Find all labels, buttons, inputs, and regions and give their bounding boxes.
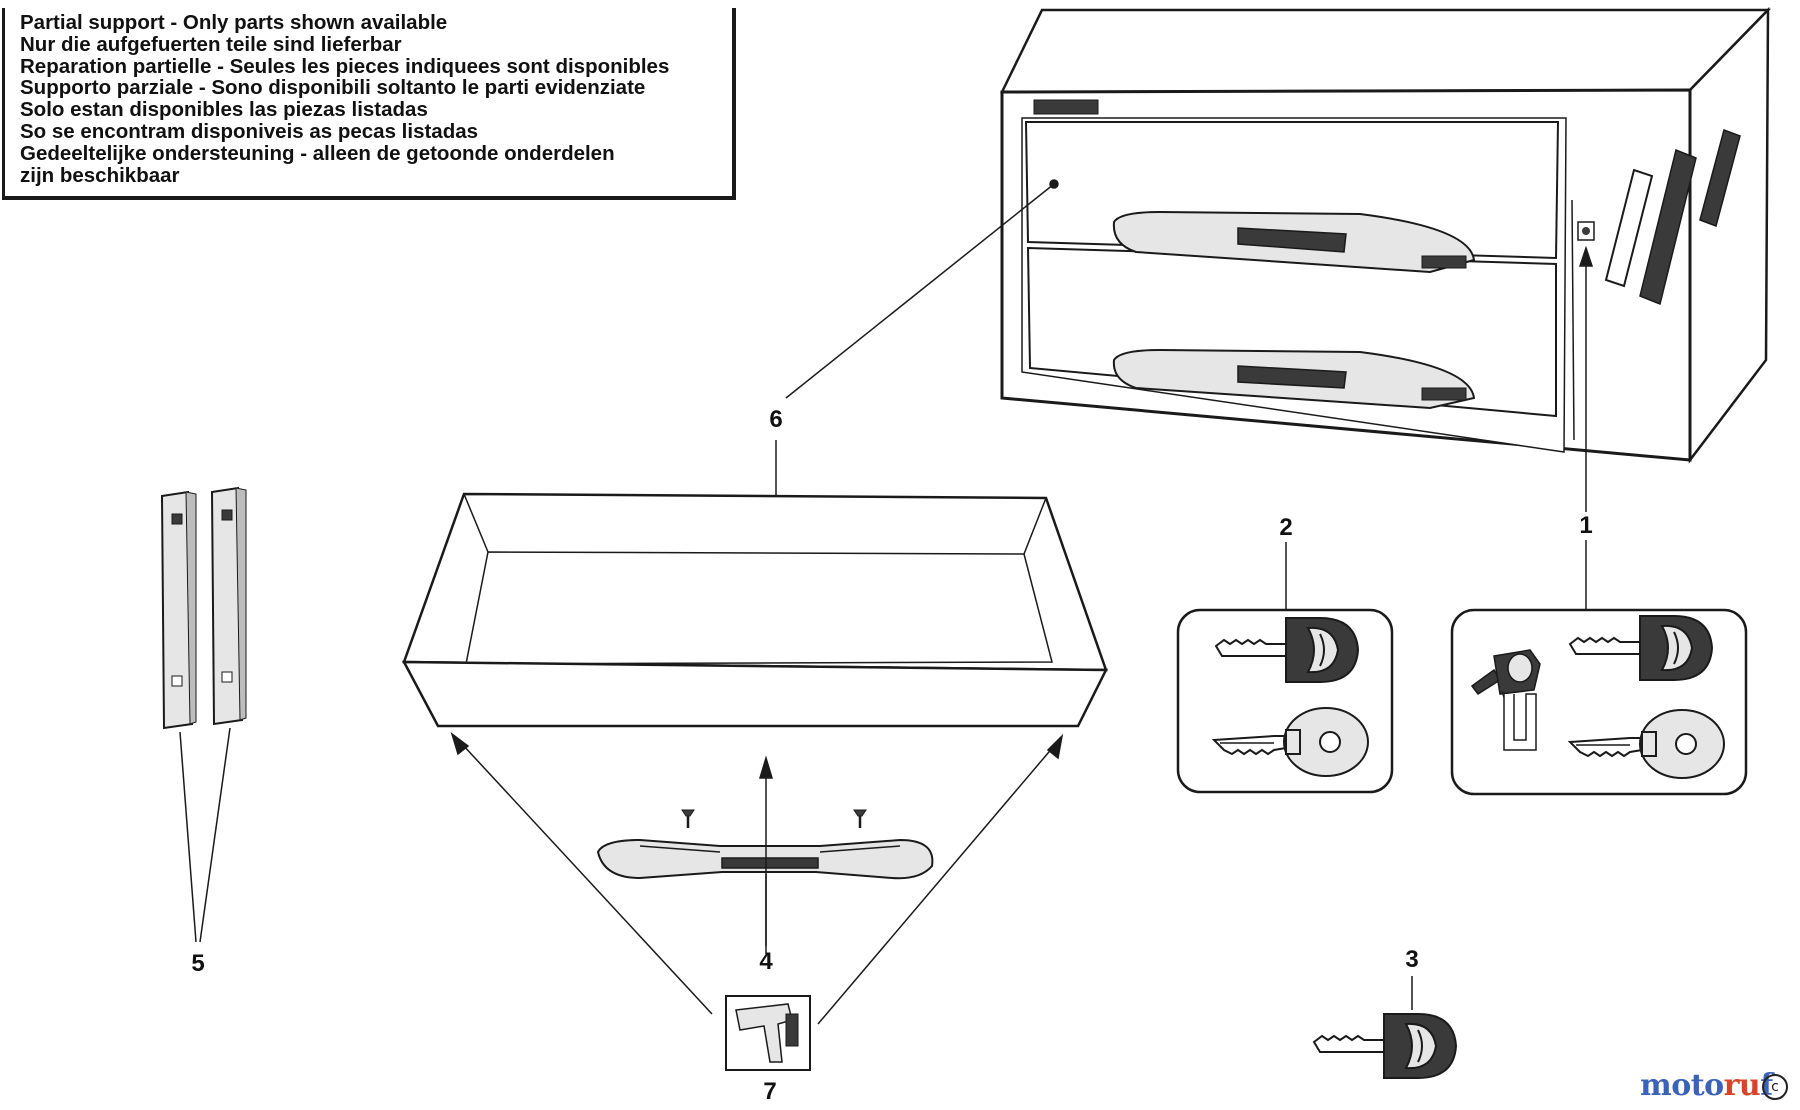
notice-line: Solo estan disponibles las piezas listad…	[20, 98, 428, 122]
notice-line: Gedeeltelijke ondersteuning - alleen de …	[20, 141, 615, 165]
callout-1: 1	[1579, 512, 1593, 539]
leader-1	[1578, 245, 1594, 610]
callout-5: 5	[191, 950, 205, 977]
notice-line: Partial support - Only parts shown avail…	[20, 11, 448, 34]
drawer-clip	[725, 995, 811, 1071]
assembly-arrows	[450, 732, 1064, 1025]
watermark-part-b: ru	[1723, 1068, 1761, 1103]
key-icon	[1313, 1013, 1457, 1079]
copyright-mark: c	[1762, 1074, 1788, 1100]
callout-6: 6	[769, 406, 783, 433]
callout-7: 7	[763, 1078, 777, 1105]
drawer	[401, 492, 1109, 728]
notice-line: Supporto parziale - Sono disponibili sol…	[20, 76, 646, 100]
callout-4: 4	[759, 948, 773, 975]
partial-support-notice: Partial support - Only parts shown avail…	[2, 8, 736, 200]
notice-line: Reparation partielle - Seules les pieces…	[20, 54, 670, 78]
callout-2: 2	[1279, 514, 1293, 541]
tool-cabinet	[999, 6, 1771, 464]
notice-line: zijn beschikbaar	[20, 163, 180, 187]
notice-line: So se encontram disponiveis as pecas lis…	[20, 119, 479, 143]
key-set-2	[1176, 542, 1394, 794]
screw-icon	[681, 809, 867, 828]
drawer-handle	[596, 838, 934, 880]
lock-key-set-1	[1450, 608, 1748, 796]
leader-6	[775, 179, 1059, 498]
drawer-slides	[160, 486, 247, 943]
watermark-part-a: moto	[1640, 1068, 1724, 1103]
key-3	[1313, 976, 1457, 1079]
lock-cylinder-icon	[1470, 649, 1541, 751]
notice-line: Nur die aufgefuerten teile sind lieferba…	[20, 32, 402, 56]
watermark: motoruf	[1640, 1068, 1773, 1103]
callout-3: 3	[1405, 946, 1419, 973]
